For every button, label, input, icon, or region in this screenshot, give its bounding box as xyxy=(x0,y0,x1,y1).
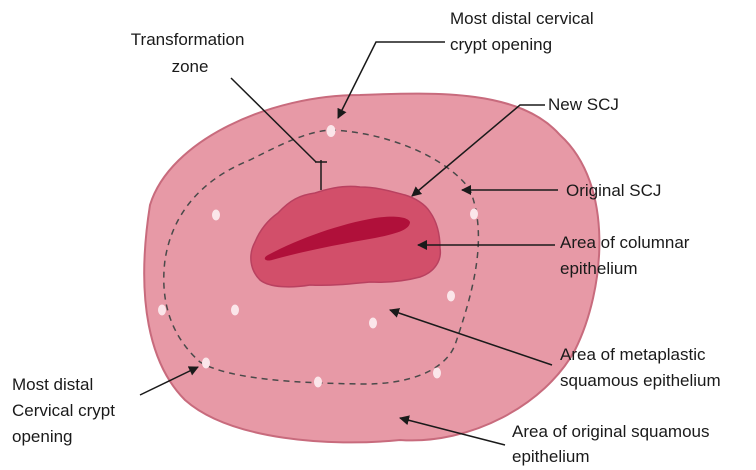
label-most-distal-crypt-left: Most distal Cervical crypt opening xyxy=(12,375,120,446)
label-original-scj: Original SCJ xyxy=(566,181,661,200)
label-line: zone xyxy=(172,57,209,76)
label-most-distal-crypt-top: Most distal cervical crypt opening xyxy=(450,9,598,54)
label-line: Area of metaplastic xyxy=(560,345,706,364)
label-line: Area of original squamous xyxy=(512,422,710,441)
label-line: Transformation xyxy=(131,30,245,49)
label-line: epithelium xyxy=(560,259,638,278)
label-line: squamous epithelium xyxy=(560,371,721,390)
crypt-opening-dot xyxy=(158,305,166,316)
crypt-opening-dot xyxy=(231,305,239,316)
label-line: epithelium xyxy=(512,447,590,466)
crypt-opening-dot xyxy=(433,368,441,379)
label-transformation-zone: Transformation zone xyxy=(131,30,249,76)
label-new-scj: New SCJ xyxy=(548,95,619,114)
crypt-opening-dot xyxy=(212,210,220,221)
label-line: Most distal cervical xyxy=(450,9,594,28)
label-line: Area of columnar xyxy=(560,233,690,252)
crypt-opening-dot xyxy=(369,318,377,329)
crypt-opening-dot xyxy=(314,377,322,388)
label-original-squamous-area: Area of original squamous epithelium xyxy=(512,422,714,466)
label-line: opening xyxy=(12,427,73,446)
crypt-opening-dot xyxy=(470,209,478,220)
label-line: crypt opening xyxy=(450,35,552,54)
crypt-opening-dot xyxy=(202,358,210,369)
label-metaplastic-area: Area of metaplastic squamous epithelium xyxy=(560,345,721,390)
label-line: Cervical crypt xyxy=(12,401,115,420)
crypt-opening-dot xyxy=(327,125,336,137)
label-line: Most distal xyxy=(12,375,93,394)
crypt-opening-dot xyxy=(447,291,455,302)
